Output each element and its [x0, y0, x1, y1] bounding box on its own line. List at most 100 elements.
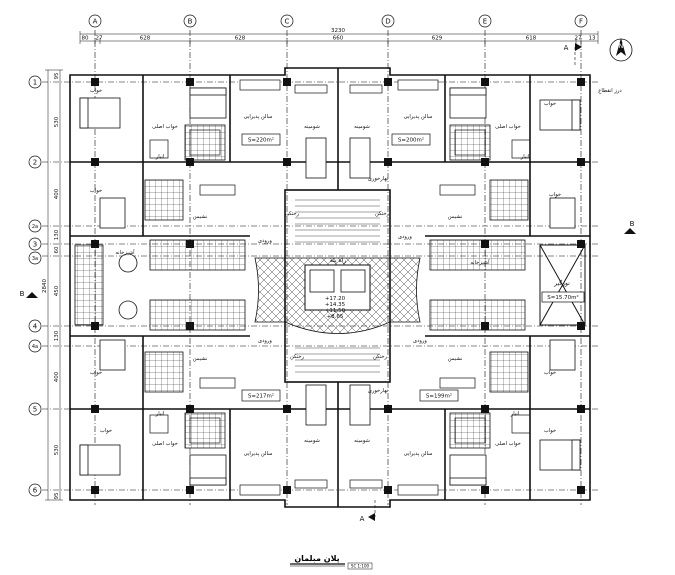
section-b-right: B — [630, 220, 635, 228]
row-label-5: 5 — [33, 406, 37, 414]
area-nw: S=220m² — [248, 137, 274, 144]
row-bubbles: 1 2 2a 3 3a 4 4a 5 6 — [28, 75, 42, 497]
column-label-a: A — [93, 18, 98, 26]
central-core — [254, 199, 421, 373]
dim-top-7: 27 — [575, 36, 582, 42]
overall-height: 2840 — [42, 279, 48, 293]
row-label-2a: 2a — [32, 224, 38, 230]
label-bedroom-se2: خواب — [544, 428, 556, 434]
dim-left-8: 530 — [54, 444, 60, 455]
svg-text:N: N — [619, 43, 624, 50]
row-label-2: 2 — [33, 159, 37, 167]
dim-left-7: 400 — [54, 371, 60, 382]
label-sitting-sw: نشیمن — [193, 356, 208, 362]
dim-left-1: 530 — [54, 116, 60, 127]
level-2: +11.50 — [325, 308, 346, 314]
bathrooms — [149, 129, 531, 444]
beds — [79, 87, 581, 486]
label-entrance-ne: ورودی — [398, 234, 412, 240]
column-label-f: F — [579, 18, 583, 26]
label-bedroom-sw: خواب — [90, 370, 102, 376]
top-dimensions — [79, 31, 599, 44]
label-laundry-nw: رختکن — [285, 211, 300, 217]
title-block — [290, 562, 373, 570]
room-labels: خواب خواب اصلی انبار سالن پذیرایی شومینه… — [90, 88, 622, 457]
label-laundry-sw: رختکن — [290, 354, 305, 360]
column-label-b: B — [188, 18, 193, 26]
section-b-left: B — [20, 290, 25, 298]
label-entrance-nw: ورودی — [258, 238, 272, 244]
label-reception-ne: سالن پذیرایی — [404, 114, 433, 120]
row-label-3a: 3a — [32, 256, 38, 262]
label-stair: راه پله — [330, 257, 347, 264]
level-1: +14.35 — [325, 302, 346, 308]
label-cooking-se: شومینه — [354, 438, 370, 444]
level-3: +8.65 — [327, 314, 344, 320]
lightwell — [539, 244, 586, 326]
label-dining-n: نهارخوری — [368, 176, 388, 182]
label-entrance-se: ورودی — [413, 338, 427, 344]
scale-label: SC 1:100 — [351, 564, 370, 569]
label-bedroom-se: خواب — [544, 370, 556, 376]
dim-top-0: 80 — [82, 36, 89, 42]
dim-left-4: 60 — [54, 246, 60, 253]
label-bedroom-w: خواب — [90, 188, 102, 194]
overall-width: 3230 — [331, 28, 345, 34]
label-sitting-ne: نشیمن — [448, 214, 463, 220]
label-cooking-nw: شومینه — [304, 124, 320, 130]
label-entrance-sw: ورودی — [258, 338, 272, 344]
label-laundry-se: رختکن — [373, 354, 388, 360]
dim-top-6: 618 — [526, 36, 537, 42]
dim-top-1: 27 — [96, 36, 103, 42]
dining-tables — [118, 137, 371, 426]
label-dining-s: نهارخوری — [368, 388, 388, 394]
left-dimensions — [45, 69, 63, 501]
dim-top-5: 629 — [432, 36, 443, 42]
label-lightwell: نورگیر — [553, 279, 570, 287]
section-markers — [26, 43, 636, 521]
label-laundry-ne: رختکن — [375, 211, 390, 217]
row-label-6: 6 — [33, 487, 38, 495]
area-ne: S=200m² — [398, 137, 424, 144]
level-0: +17.20 — [325, 296, 346, 302]
area-sw: S=217m² — [248, 393, 274, 400]
kitchen-floors — [74, 124, 529, 449]
north-arrow-icon: N — [609, 38, 633, 62]
row-label-3: 3 — [33, 241, 37, 249]
label-master-sw: خواب اصلی — [152, 441, 178, 447]
section-a-top: A — [564, 44, 569, 52]
dim-left-2: 400 — [54, 188, 60, 199]
label-kitchen-e: آشپزخانه — [470, 259, 490, 266]
label-storage-ne: انبار — [520, 154, 530, 160]
label-storage-nw: انبار — [155, 154, 165, 160]
row-label-4a: 4a — [32, 344, 38, 350]
page-title: پلان مبلمان — [294, 554, 339, 563]
column-bubbles: A B C D E F — [88, 14, 588, 28]
dim-top-3: 628 — [235, 36, 246, 42]
label-bedroom-sw2: خواب — [100, 428, 112, 434]
dim-left-5: 450 — [54, 285, 60, 296]
label-master-se: خواب اصلی — [495, 441, 521, 447]
section-a-bottom: A — [360, 515, 365, 523]
column-label-e: E — [483, 18, 487, 26]
label-reception-sw: سالن پذیرایی — [244, 451, 273, 457]
column-label-c: C — [285, 18, 290, 26]
label-master-nw: خواب اصلی — [152, 124, 178, 130]
dim-top-4: 660 — [333, 36, 344, 42]
label-storage-se: انبار — [510, 411, 520, 417]
label-reception-nw: سالن پذیرایی — [244, 114, 273, 120]
label-bedroom-ne: خواب — [544, 101, 556, 107]
area-se: S=199m² — [426, 393, 452, 400]
dim-left-9: 95 — [54, 492, 60, 499]
label-sitting-se: نشیمن — [448, 356, 463, 362]
label-master-ne: خواب اصلی — [495, 124, 521, 130]
row-label-1: 1 — [33, 79, 37, 87]
area-boxes — [241, 133, 585, 402]
dim-top-8: 13 — [589, 36, 596, 42]
area-lightwell: S=15.70m² — [547, 294, 578, 301]
label-bedroom-nw: خواب — [90, 88, 102, 94]
sofas — [199, 79, 476, 496]
dim-left-0: 95 — [54, 72, 60, 79]
label-cooking-ne: شومینه — [354, 124, 370, 130]
